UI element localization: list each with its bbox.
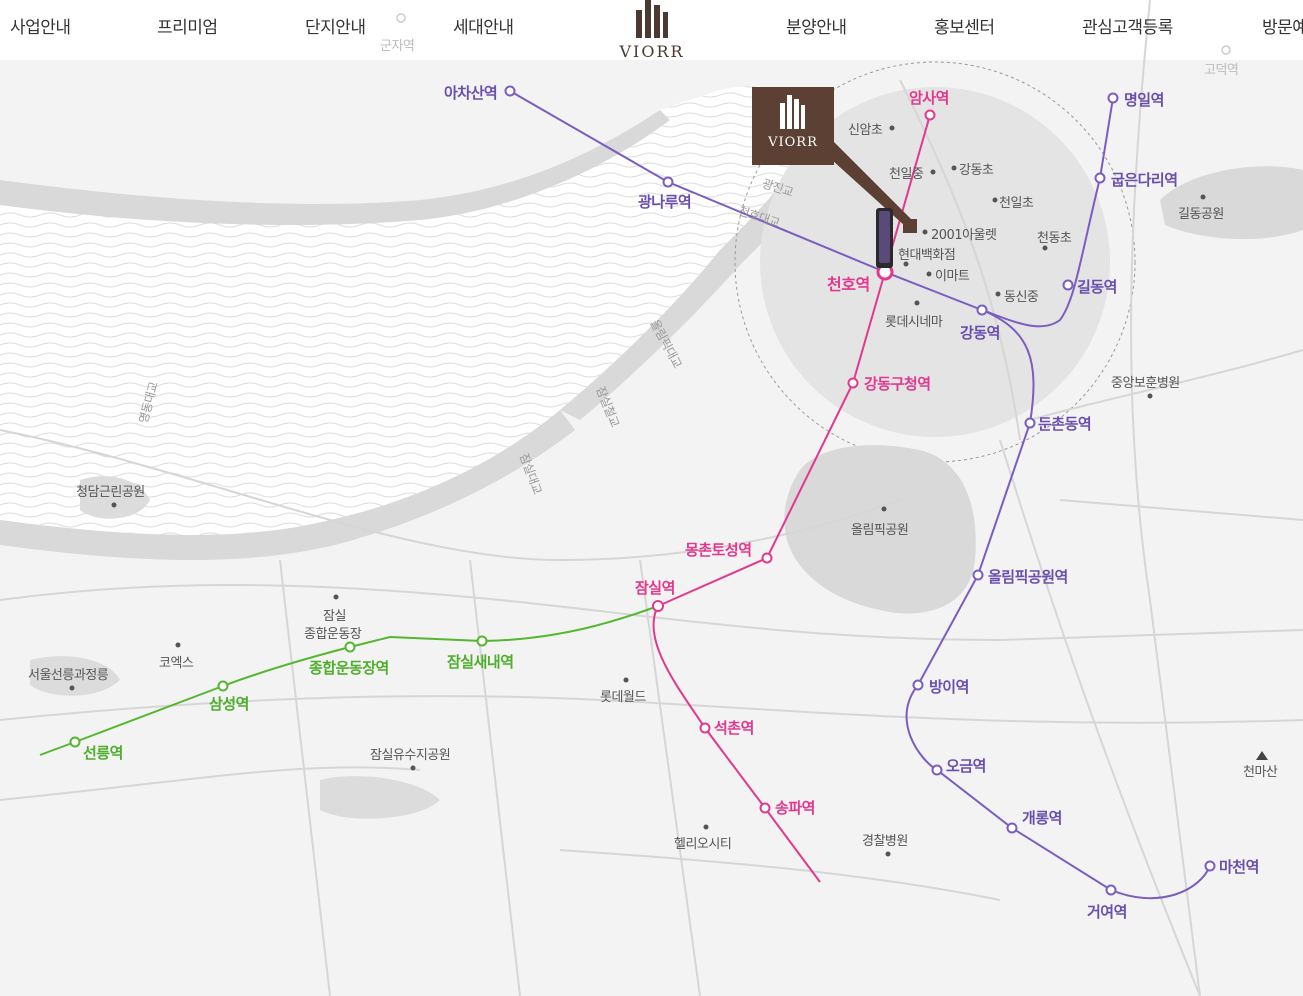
label-cheonmasan: 천마산 xyxy=(1243,765,1278,780)
station-mongchon xyxy=(761,552,773,564)
nav-visit[interactable]: 방문예약 xyxy=(1262,18,1303,38)
station-ogeum xyxy=(931,764,943,776)
mountain-icon xyxy=(1256,751,1268,760)
station-jamsil xyxy=(652,600,664,612)
label-godeok: 고덕역 xyxy=(1204,63,1239,78)
callout-logo-text: VIORR xyxy=(768,135,818,150)
logo-icon xyxy=(636,0,668,38)
station-sports xyxy=(344,641,356,653)
station-geoyeo xyxy=(1105,884,1117,896)
nav-premium[interactable]: 프리미엄 xyxy=(157,18,218,38)
label-bangi: 방이역 xyxy=(929,678,969,696)
label-songpa: 송파역 xyxy=(775,799,815,817)
site-marker xyxy=(903,219,917,233)
station-olympicpark xyxy=(972,569,984,581)
label-cheonilcho: 천일초 xyxy=(999,196,1034,211)
label-olympicpark-station: 올림픽공원역 xyxy=(988,568,1068,586)
label-dunchon: 둔촌동역 xyxy=(1038,415,1092,433)
logo-text: VIORR xyxy=(619,42,685,61)
label-gildongpark: 길동공원 xyxy=(1178,207,1224,222)
label-dongsinmid: 동신중 xyxy=(1004,290,1039,305)
station-bangi xyxy=(912,679,924,691)
label-gunja: 군자역 xyxy=(380,39,415,54)
label-cheonho: 천호역 xyxy=(827,275,870,294)
label-lottecinema: 롯데시네마 xyxy=(885,315,943,330)
label-jamsilsaenae: 잠실새내역 xyxy=(447,653,514,671)
label-gangdong: 강동역 xyxy=(960,324,1000,342)
station-macheon xyxy=(1204,860,1216,872)
station-samseong xyxy=(217,680,229,692)
label-olympicpark: 올림픽공원 xyxy=(851,523,909,538)
label-cheonilmid: 천일중 xyxy=(889,167,924,182)
top-navigation: 사업안내 프리미엄 단지안내 세대안내 분양안내 홍보센터 관심고객등록 방문예… xyxy=(0,0,1303,52)
station-gangdong xyxy=(976,304,988,316)
nav-promotion[interactable]: 홍보센터 xyxy=(934,18,995,38)
station-achasan xyxy=(504,85,516,97)
station-seolleung xyxy=(69,736,81,748)
label-sports: 종합운동장역 xyxy=(309,659,389,677)
label-ogeum: 오금역 xyxy=(946,757,986,775)
label-achasan: 아차산역 xyxy=(444,84,498,102)
station-songpa xyxy=(759,802,771,814)
label-cheondongcho: 천동초 xyxy=(1037,231,1072,246)
station-gwangnaru xyxy=(662,176,674,188)
nav-complex[interactable]: 단지안내 xyxy=(305,18,366,38)
label-lotteworld: 롯데월드 xyxy=(600,690,646,705)
station-gaerong xyxy=(1006,822,1018,834)
label-sinamcho: 신암초 xyxy=(848,123,883,138)
label-mongchon: 몽촌토성역 xyxy=(685,541,752,559)
label-gildong: 길동역 xyxy=(1077,278,1117,296)
label-stadium-2: 종합운동장 xyxy=(304,627,362,642)
label-yusuji: 잠실유수지공원 xyxy=(370,748,451,763)
station-seokchon xyxy=(699,722,711,734)
label-seolleung-station: 선릉역 xyxy=(83,744,123,762)
label-gwangnaru: 광나루역 xyxy=(638,193,692,211)
callout-logo-icon xyxy=(780,95,805,129)
label-gangdonggu: 강동구청역 xyxy=(864,375,931,393)
label-samseong: 삼성역 xyxy=(209,695,249,713)
label-coex: 코엑스 xyxy=(159,656,194,671)
station-jamsilsaenae xyxy=(476,635,488,647)
label-emart: 이마트 xyxy=(935,269,970,284)
station-gubeun xyxy=(1094,172,1106,184)
label-veterans: 중앙보훈병원 xyxy=(1111,376,1180,391)
label-jamsil: 잠실역 xyxy=(635,579,675,597)
label-myeongil: 명일역 xyxy=(1124,91,1164,109)
nav-unit[interactable]: 세대안내 xyxy=(453,18,514,38)
label-outlet: 2001아울렛 xyxy=(931,228,997,243)
station-dunchon xyxy=(1024,417,1036,429)
nav-sale[interactable]: 분양안내 xyxy=(786,18,847,38)
subway-line-2 xyxy=(39,605,659,756)
site-callout: VIORR xyxy=(752,87,834,165)
label-gubeun: 굽은다리역 xyxy=(1111,171,1178,189)
olympic-park-area xyxy=(784,445,976,614)
label-gaerong: 개롱역 xyxy=(1022,809,1062,827)
label-hyundai: 현대백화점 xyxy=(898,248,956,263)
label-helio: 헬리오시티 xyxy=(674,837,732,852)
nav-business[interactable]: 사업안내 xyxy=(10,18,71,38)
label-seokchon: 석촌역 xyxy=(714,719,754,737)
brand-logo[interactable]: VIORR xyxy=(612,0,692,62)
label-geoyeo: 거여역 xyxy=(1087,903,1127,921)
station-gangdonggu xyxy=(847,377,859,389)
cheonho-station-marker xyxy=(876,208,893,268)
label-police: 경찰병원 xyxy=(862,834,908,849)
label-seolleung-tomb: 서울선릉과정릉 xyxy=(28,668,109,683)
station-amsa xyxy=(924,109,936,121)
station-gildong xyxy=(1062,279,1074,291)
label-macheon: 마천역 xyxy=(1219,858,1259,876)
label-gangdongcho: 강동초 xyxy=(959,163,994,178)
label-cheongdam: 청담근린공원 xyxy=(76,485,145,500)
label-stadium-1: 잠실 xyxy=(323,609,346,624)
label-amsa: 암사역 xyxy=(909,89,949,107)
nav-register[interactable]: 관심고객등록 xyxy=(1082,18,1173,38)
station-myeongil xyxy=(1107,92,1119,104)
